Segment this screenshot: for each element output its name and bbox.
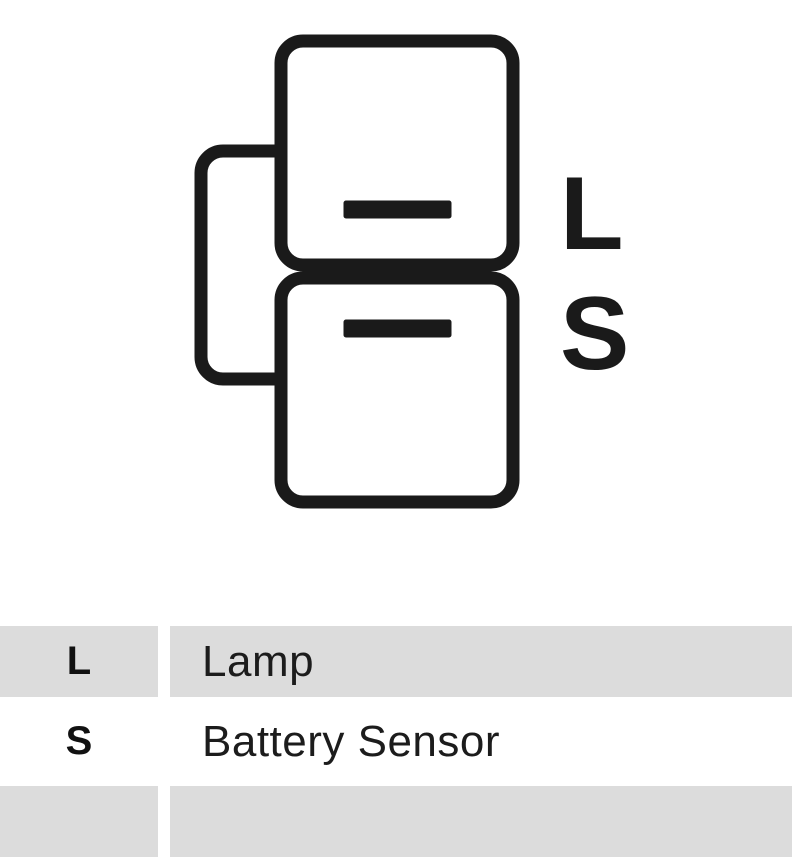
legend-description-s: Battery Sensor	[170, 706, 792, 777]
connector-illustration	[194, 34, 520, 509]
legend-description-next	[170, 786, 792, 857]
table-row: L Lamp	[0, 626, 800, 697]
legend-code-l: L	[0, 626, 158, 697]
blade-slot-bottom	[343, 319, 452, 338]
pin-label-l: L	[560, 156, 624, 272]
connector-housing-upper	[274, 34, 520, 272]
connector-housing-lower	[274, 271, 520, 509]
legend-code-s: S	[0, 706, 158, 777]
legend-code-next	[0, 786, 158, 857]
page-root: L S L Lamp S Battery Sensor	[0, 34, 800, 857]
pin-label-s: S	[560, 276, 630, 392]
column-divider	[158, 706, 170, 777]
table-row: S Battery Sensor	[0, 706, 800, 777]
table-row	[0, 786, 800, 857]
column-divider	[158, 786, 170, 857]
column-divider	[158, 626, 170, 697]
legend-description-l: Lamp	[170, 626, 792, 697]
blade-slot-top	[343, 200, 452, 219]
connector-diagram: L S	[194, 34, 630, 509]
pin-legend-table: L Lamp S Battery Sensor	[0, 626, 800, 857]
